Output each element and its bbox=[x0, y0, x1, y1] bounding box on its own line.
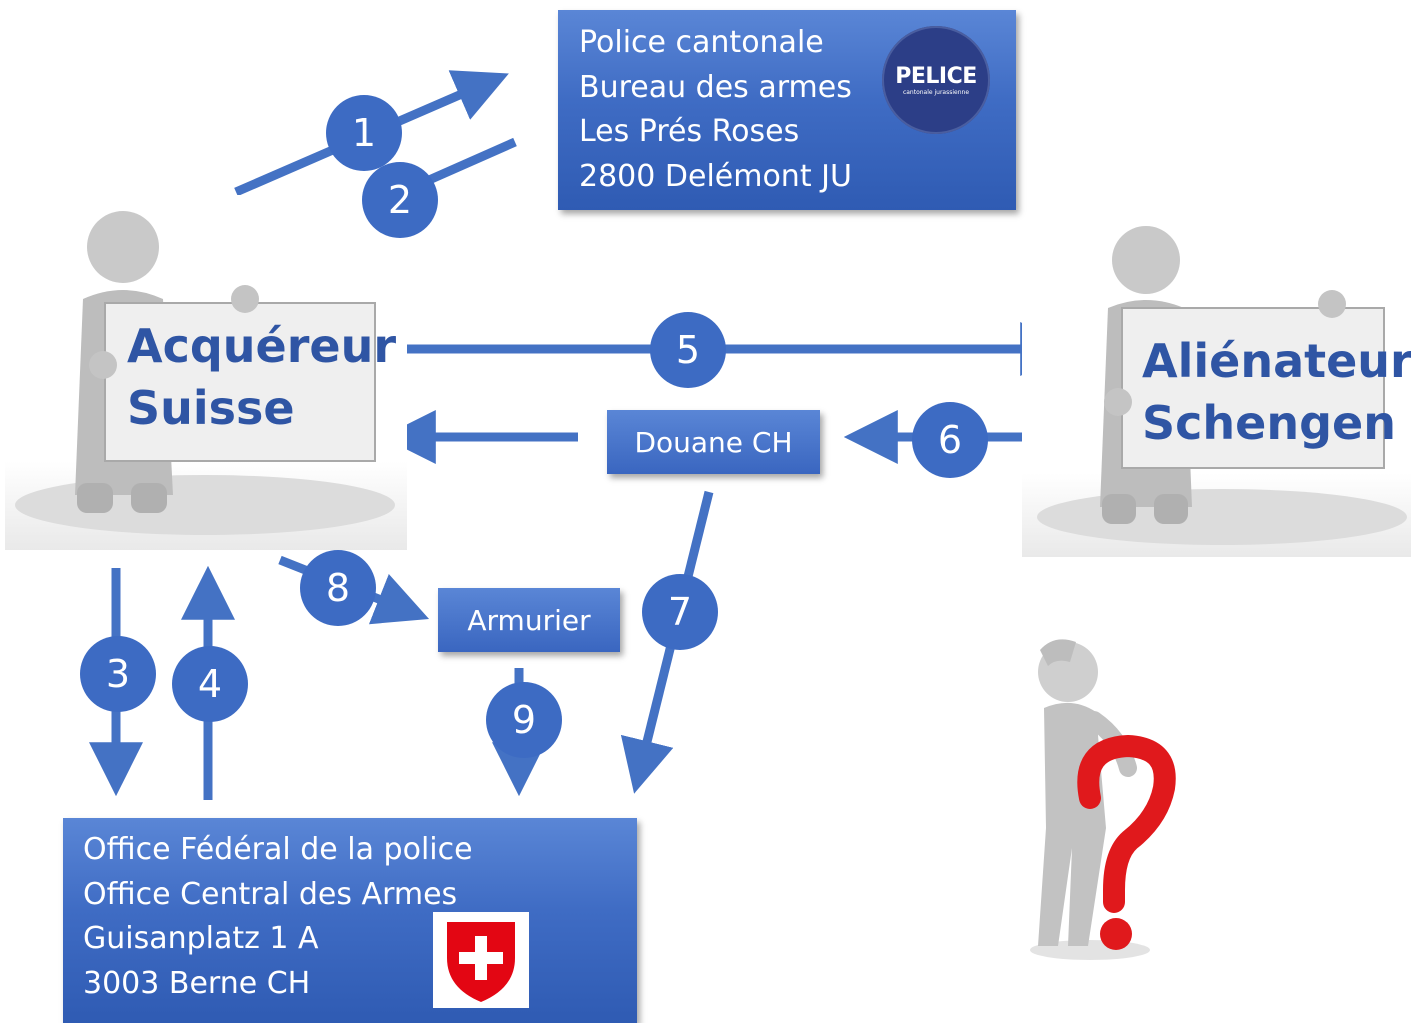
alienateur-figure: Aliénateur Schengen bbox=[1022, 222, 1411, 557]
acquereur-label-line2: Suisse bbox=[127, 381, 295, 435]
step-6-badge: 6 bbox=[912, 402, 988, 478]
acquereur-label-line1: Acquéreur bbox=[127, 319, 397, 373]
step-1-badge: 1 bbox=[326, 95, 402, 171]
swiss-coat-of-arms-icon bbox=[433, 912, 529, 1008]
douane-ch-box: Douane CH bbox=[607, 410, 820, 474]
police-logo-text: PELICE bbox=[895, 64, 977, 89]
step-7-badge: 7 bbox=[642, 574, 718, 650]
question-mark-icon bbox=[1077, 734, 1176, 950]
police-address-line: Bureau des armes bbox=[579, 69, 852, 105]
federal-address-line: Office Fédéral de la police bbox=[83, 832, 473, 867]
step-8-badge: 8 bbox=[300, 550, 376, 626]
armurier-box: Armurier bbox=[438, 588, 620, 652]
police-address-line: Les Prés Roses bbox=[579, 114, 800, 149]
step-4-badge: 4 bbox=[172, 646, 248, 722]
federal-address-line: Guisanplatz 1 A bbox=[83, 921, 319, 956]
police-address-line: Police cantonale bbox=[579, 25, 824, 60]
step-2-badge: 2 bbox=[362, 162, 438, 238]
acquereur-figure: Acquéreur Suisse bbox=[5, 195, 407, 550]
police-logo: PELICE cantonale jurassienne bbox=[882, 26, 990, 134]
federal-address-line: Office Central des Armes bbox=[83, 876, 458, 912]
step-3-badge: 3 bbox=[80, 636, 156, 712]
police-logo-subtext: cantonale jurassienne bbox=[902, 89, 970, 96]
step-5-badge: 5 bbox=[650, 312, 726, 388]
thinking-figure bbox=[1010, 628, 1180, 968]
step-9-badge: 9 bbox=[486, 682, 562, 758]
alienateur-label-line1: Aliénateur bbox=[1142, 334, 1411, 388]
federal-office-box: Office Fédéral de la police Office Centr… bbox=[63, 818, 637, 1023]
alienateur-label-line2: Schengen bbox=[1142, 396, 1396, 450]
police-cantonale-box: Police cantonale Bureau des armes Les Pr… bbox=[558, 10, 1016, 210]
federal-address-line: 3003 Berne CH bbox=[83, 965, 311, 1001]
police-address-line: 2800 Delémont JU bbox=[579, 158, 852, 194]
